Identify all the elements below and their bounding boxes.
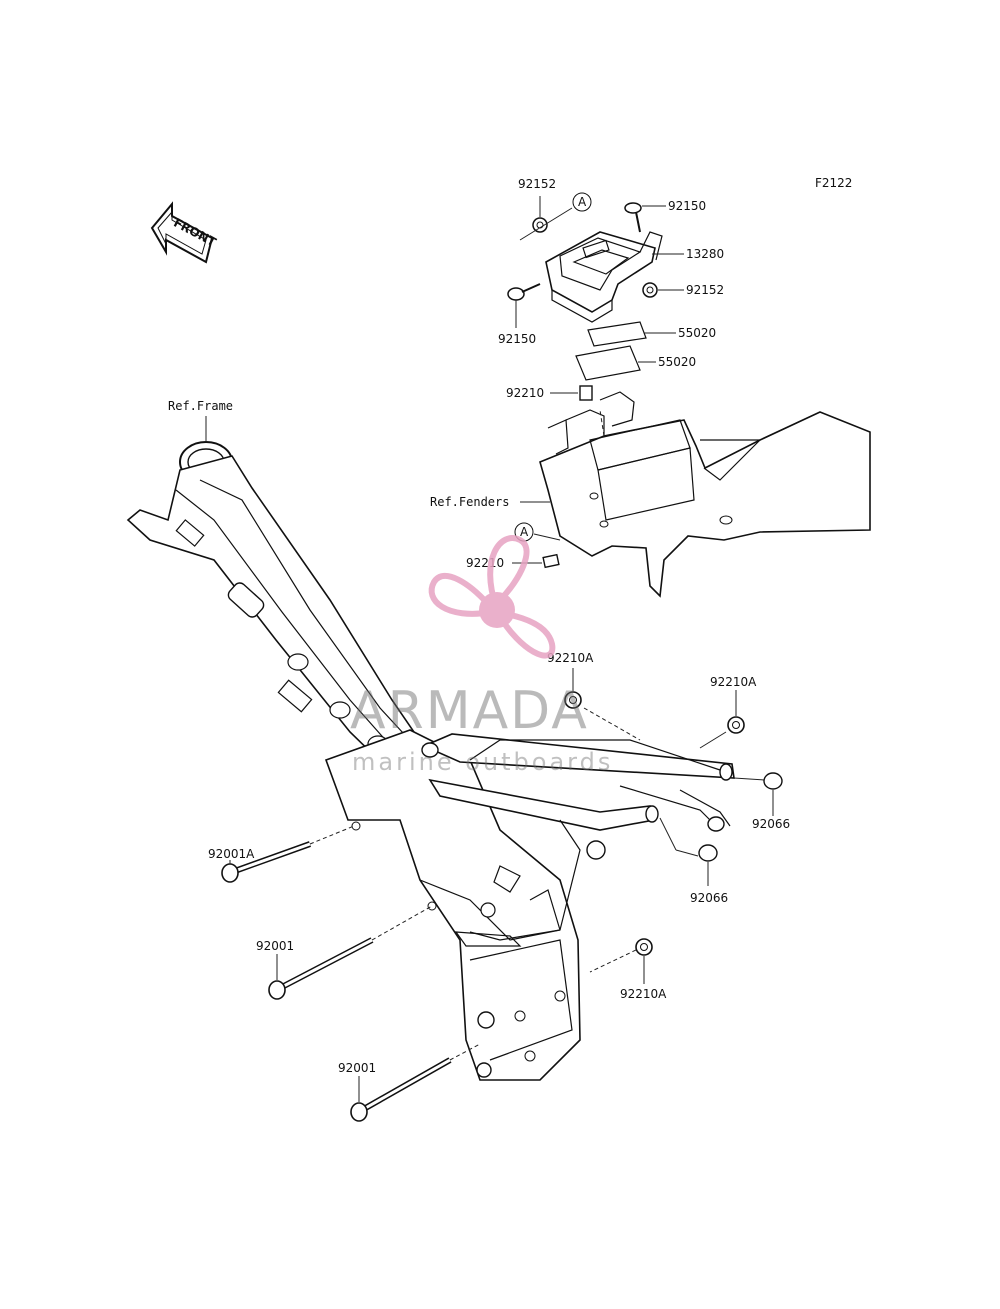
main-frame [126,441,606,1081]
cap-92066-low [698,844,718,862]
label-92152-right: 92152 [686,283,724,297]
ref-frame: Ref.Frame [168,399,233,413]
callout-a-upper: A [572,192,592,212]
propeller-logo [428,535,556,659]
svg-text:A: A [578,195,587,209]
label-92210-top: 92210 [506,386,544,400]
label-92150-top: 92150 [668,199,706,213]
pad-55020-upper [587,321,647,347]
watermark-tagline: marine outboards [352,748,613,776]
figure-code: F2122 [815,176,852,190]
cap-92066-right [763,772,783,790]
bolt-92150-left [507,283,541,301]
svg-text:A: A [520,525,529,539]
bracket-assembly-13280 [545,231,663,323]
bolt-92001-mid [268,937,374,1000]
label-92210A-right: 92210A [710,675,757,689]
label-92152-top: 92152 [518,177,556,191]
watermark: ARMADA marine outboards [350,535,613,776]
bolt-92001A [221,841,312,883]
rear-fender-assembly [539,391,871,598]
nut-92210A-low [635,938,653,956]
clip-nut-92210-mid [542,553,560,569]
label-92001A: 92001A [208,847,255,861]
nut-92152-top [532,217,548,233]
front-direction-arrow: FRONT [150,201,219,264]
pad-55020-lower [575,345,641,381]
leader-lines [205,196,774,1102]
label-13280: 13280 [686,247,724,261]
label-92066-right: 92066 [752,817,790,831]
label-55020-b: 55020 [658,355,696,369]
label-92001-mid: 92001 [256,939,294,953]
clip-nut-92210-top [579,385,593,401]
bolt-92001-low [350,1057,452,1122]
label-92150-left: 92150 [498,332,536,346]
label-92210A-center: 92210A [547,651,594,665]
label-92066-low: 92066 [690,891,728,905]
ref-fenders: Ref.Fenders [430,495,509,509]
rear-subframe [421,733,735,947]
bolt-92150-top [624,202,642,233]
watermark-brand: ARMADA [350,681,589,741]
label-92210-mid: 92210 [466,556,504,570]
label-55020-a: 55020 [678,326,716,340]
nut-92210A-right [727,716,745,734]
label-92210A-low: 92210A [620,987,667,1001]
label-92001-low: 92001 [338,1061,376,1075]
nut-92210A-center [564,691,582,709]
nut-92152-right [642,282,658,298]
